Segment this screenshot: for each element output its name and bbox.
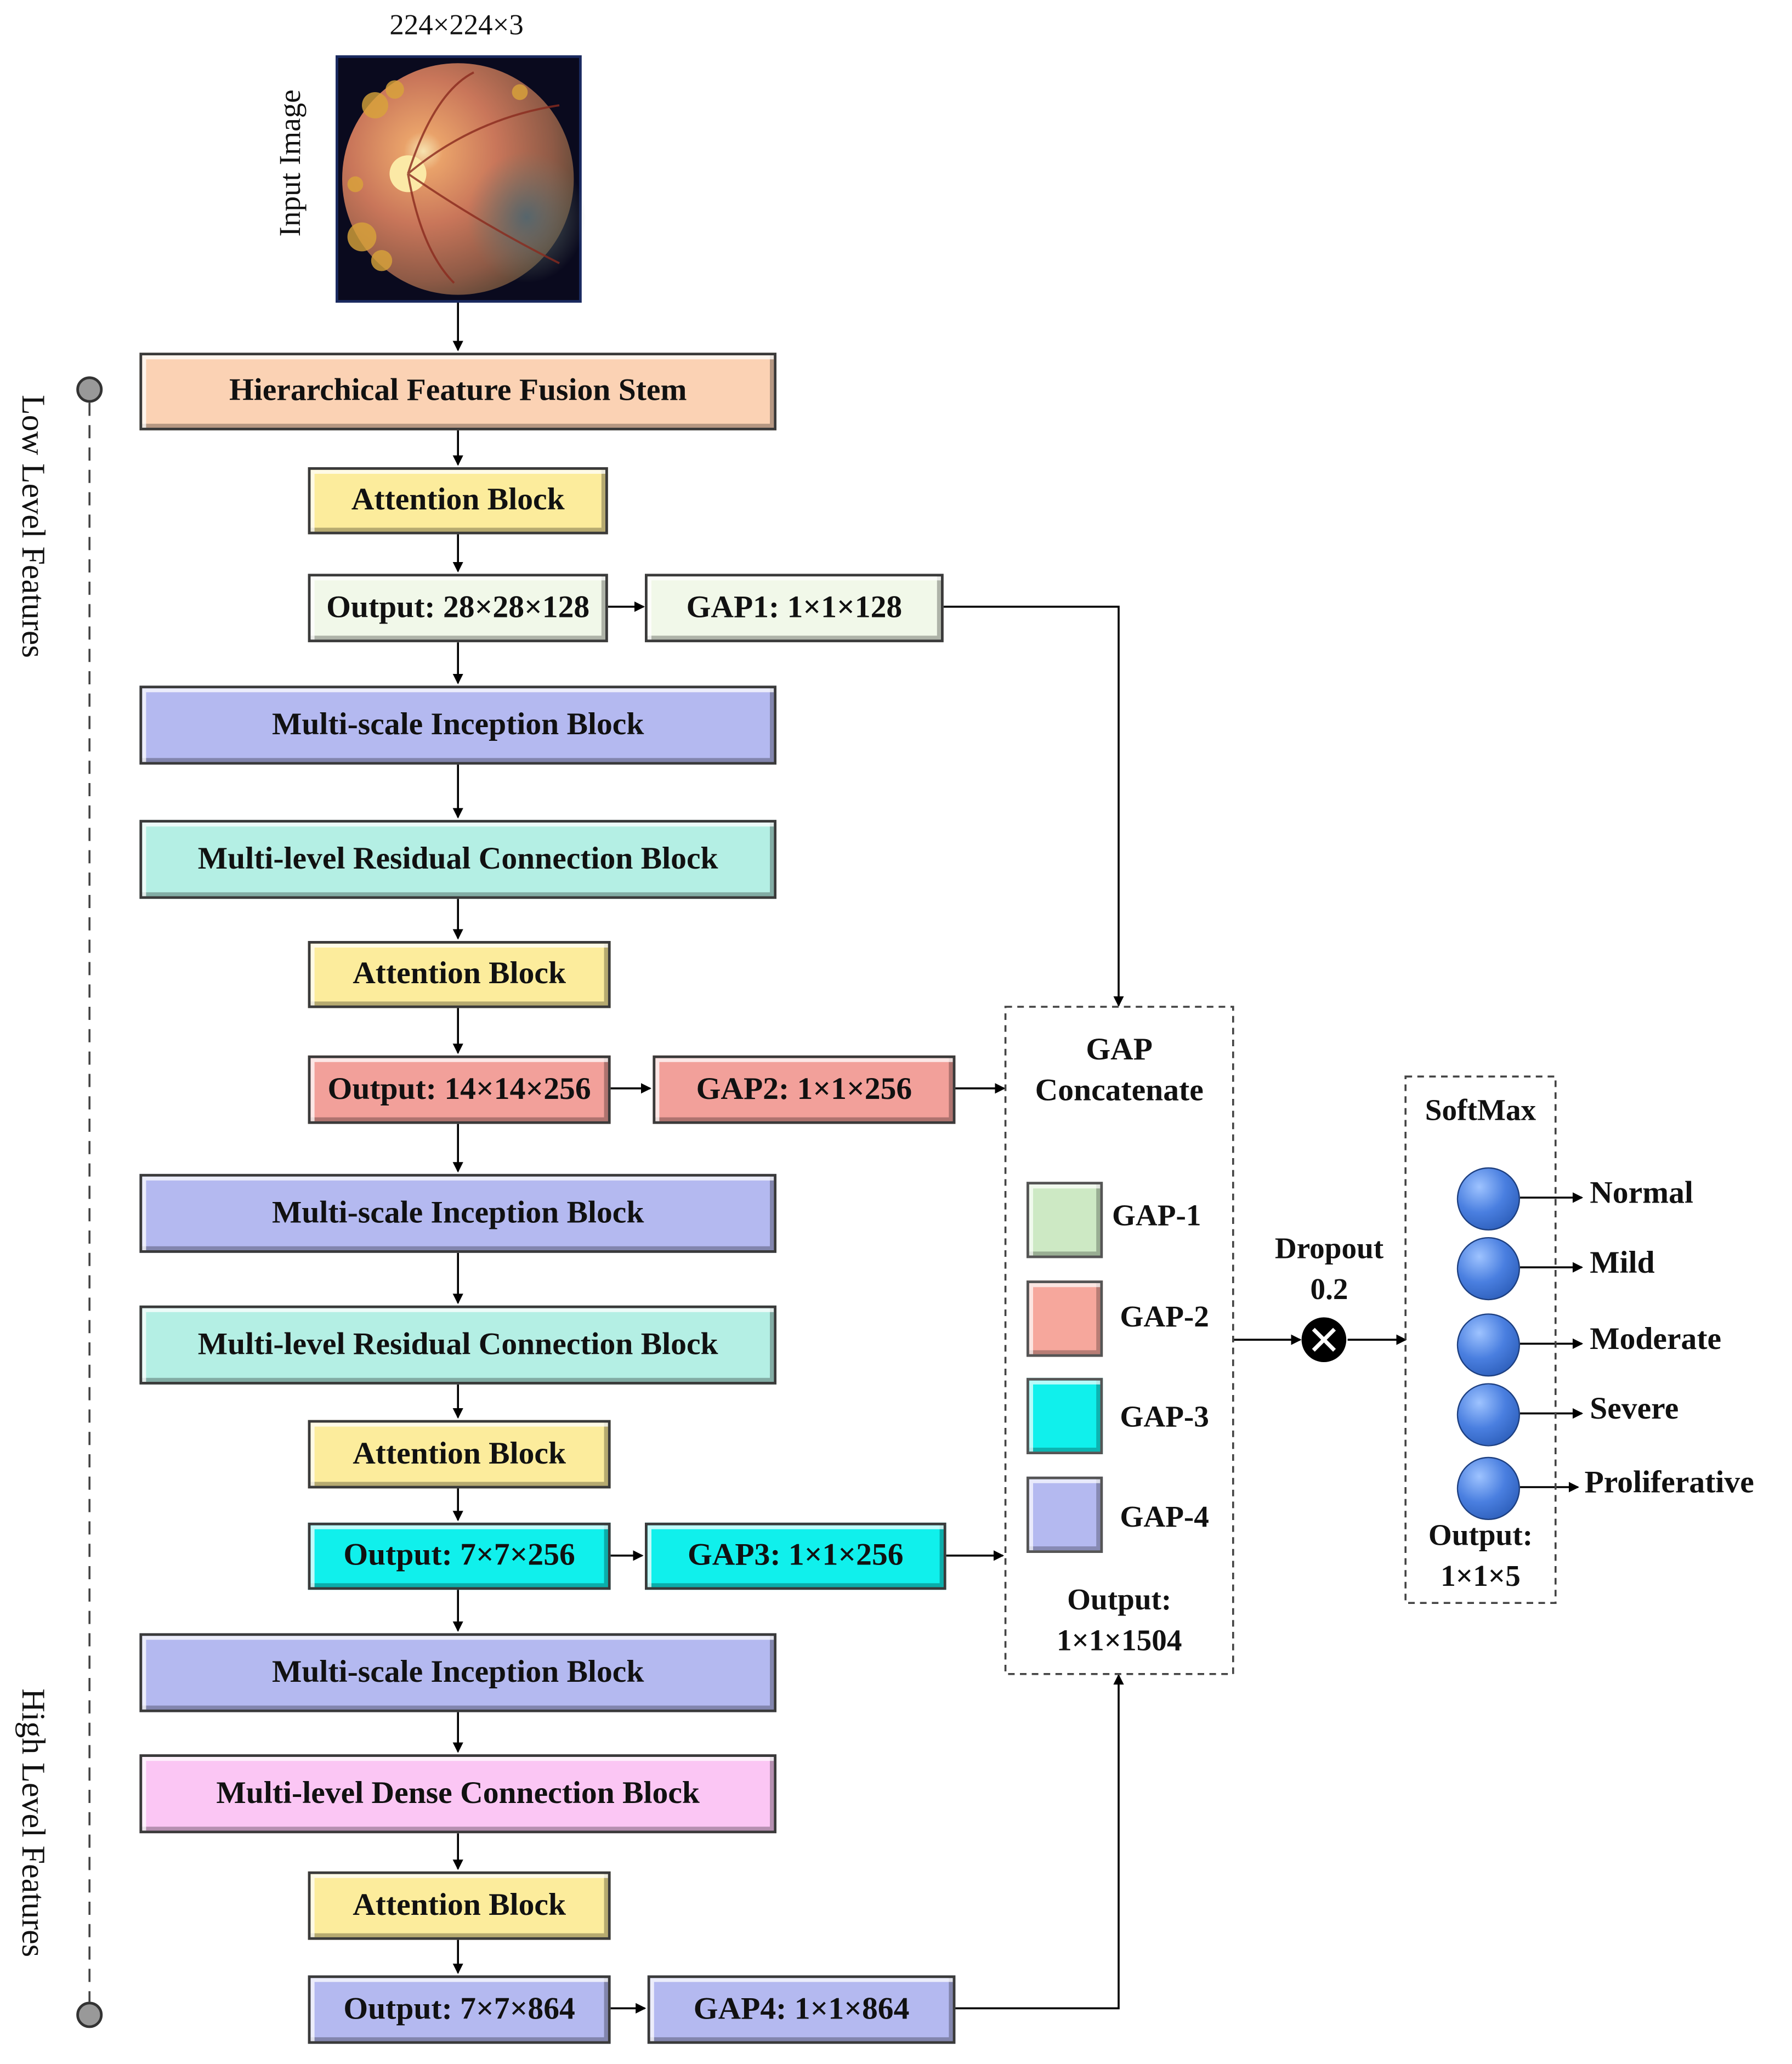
output-block-3: Output: 7×7×256	[308, 1522, 611, 1590]
output-block-2: Output: 14×14×256	[308, 1055, 611, 1124]
class-label-normal: Normal	[1590, 1176, 1693, 1211]
class-label-moderate: Moderate	[1590, 1323, 1722, 1357]
class-label-mild: Mild	[1590, 1246, 1655, 1281]
softmax-neuron-1	[1456, 1167, 1520, 1231]
legend-swatch-gap2	[1027, 1280, 1103, 1357]
attention-block-1: Attention Block	[308, 467, 608, 535]
softmax-neuron-3	[1456, 1313, 1520, 1377]
input-image-label: Input Image	[274, 89, 307, 237]
low-level-features-label: Low Level Features	[14, 395, 50, 658]
inception-block-1: Multi-scale Inception Block	[139, 685, 776, 765]
inception-block-2: Multi-scale Inception Block	[139, 1173, 776, 1253]
attention-block-2: Attention Block	[308, 941, 611, 1008]
attention-block-4: Attention Block	[308, 1871, 611, 1940]
dense-block: Multi-level Dense Connection Block	[139, 1754, 776, 1834]
gap1-block: GAP1: 1×1×128	[645, 574, 944, 643]
stem-block: Hierarchical Feature Fusion Stem	[139, 353, 776, 430]
softmax-neuron-2	[1456, 1237, 1520, 1301]
fundus-image	[336, 55, 586, 303]
high-level-features-label: High Level Features	[14, 1688, 50, 1958]
legend-swatch-gap3	[1027, 1377, 1103, 1454]
inception-block-3: Multi-scale Inception Block	[139, 1633, 776, 1713]
concat-output-label: Output:	[1067, 1583, 1172, 1617]
residual-block-2: Multi-level Residual Connection Block	[139, 1305, 776, 1385]
class-label-proliferative: Proliferative	[1584, 1466, 1754, 1500]
softmax-output-size: 1×1×5	[1441, 1560, 1521, 1592]
concat-title-1: GAP	[1086, 1033, 1153, 1068]
input-size-label: 224×224×3	[389, 8, 524, 41]
concat-output-size: 1×1×1504	[1056, 1624, 1182, 1657]
dropout-label: Dropout	[1274, 1232, 1384, 1265]
axis-bottom-dot	[76, 2001, 103, 2028]
output-block-1: Output: 28×28×128	[308, 574, 608, 643]
residual-block-1: Multi-level Residual Connection Block	[139, 820, 776, 899]
attention-block-3: Attention Block	[308, 1420, 611, 1489]
legend-swatch-gap4	[1027, 1476, 1103, 1553]
gap2-block: GAP2: 1×1×256	[653, 1055, 956, 1124]
output-block-4: Output: 7×7×864	[308, 1975, 611, 2044]
softmax-neuron-5	[1456, 1456, 1520, 1520]
dropout-node	[1301, 1317, 1347, 1362]
class-label-severe: Severe	[1590, 1392, 1679, 1427]
legend-label-gap4: GAP-4	[1120, 1500, 1209, 1533]
concat-title-2: Concatenate	[1035, 1074, 1204, 1108]
softmax-output-label: Output:	[1428, 1518, 1533, 1552]
legend-label-gap1: GAP-1	[1112, 1199, 1201, 1232]
axis-top-dot	[76, 376, 103, 403]
dropout-rate: 0.2	[1310, 1272, 1348, 1306]
concat-box	[1004, 1006, 1234, 1675]
softmax-title: SoftMax	[1425, 1093, 1536, 1127]
legend-swatch-gap1	[1027, 1182, 1103, 1258]
gap3-block: GAP3: 1×1×256	[645, 1522, 946, 1590]
softmax-neuron-4	[1456, 1383, 1520, 1447]
gap4-block: GAP4: 1×1×864	[647, 1975, 956, 2044]
legend-label-gap3: GAP-3	[1120, 1400, 1209, 1433]
legend-label-gap2: GAP-2	[1120, 1300, 1209, 1334]
